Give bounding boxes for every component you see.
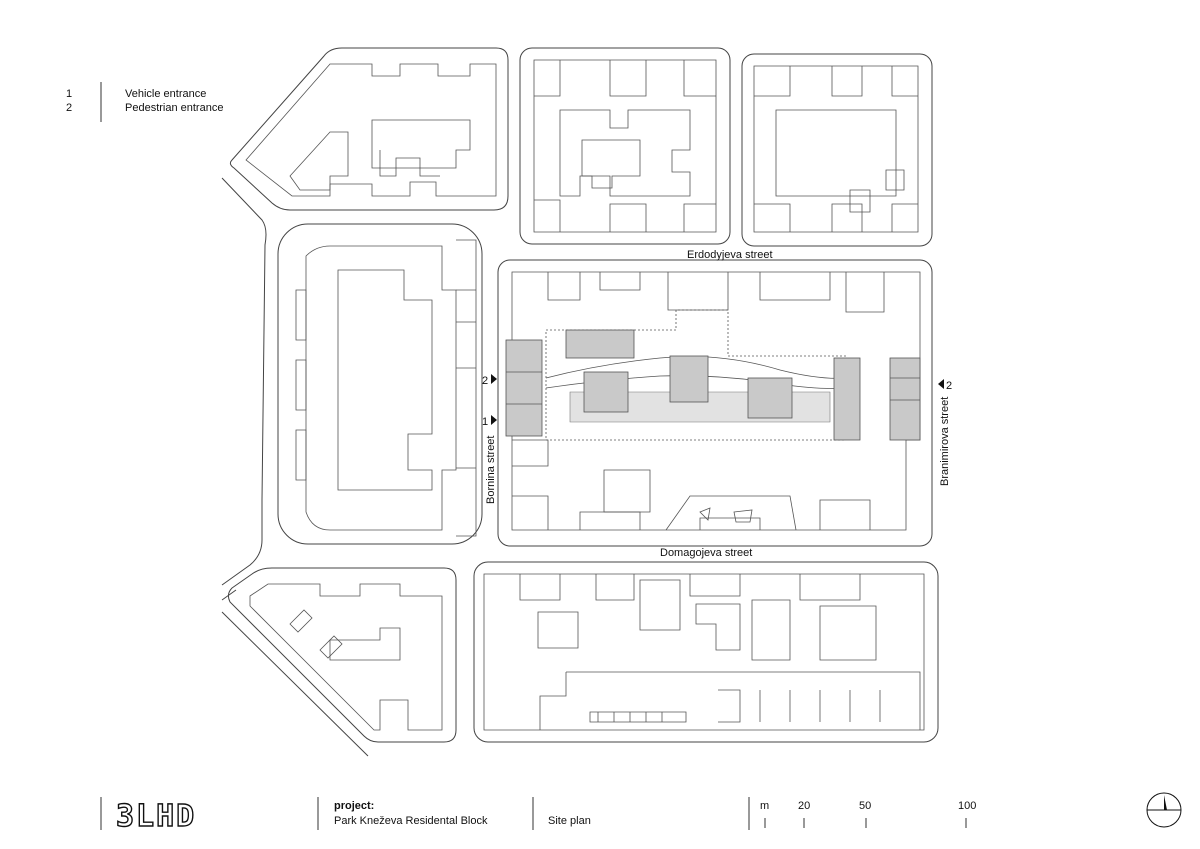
block-west-strip-divisions (456, 289, 476, 469)
block-northeast-curb (741, 53, 933, 247)
block-south-parking (589, 711, 687, 723)
scale-bar: m 20 50 100 (760, 800, 976, 828)
street-label-east: Branimirova street (939, 397, 951, 486)
block-northeast-south-row (754, 203, 918, 232)
block-south-inner-buildings (537, 579, 877, 661)
scale-tick-label-100: 100 (958, 800, 976, 812)
block-west-bays (295, 289, 307, 481)
legend-number-1: 1 (66, 88, 72, 100)
block-northwest (229, 47, 509, 211)
block-project-north-buildings (547, 272, 885, 313)
entrance-marker-west-vehicle-label: 1 (482, 416, 488, 428)
block-southwest-buildings (249, 583, 443, 731)
block-south-north-row (519, 574, 861, 601)
new-building-west-divisions (506, 371, 542, 405)
new-building-c (747, 377, 793, 419)
triangle-marker-icon (938, 379, 944, 389)
block-south-outline (483, 573, 925, 731)
street-label-west: Bornina street (485, 436, 497, 504)
south-courtyard-features (699, 507, 753, 523)
block-north-center-outline (533, 59, 717, 233)
garden-path-north (545, 356, 847, 379)
west-road-edge (221, 177, 267, 586)
block-northwest-inner (289, 131, 349, 191)
street-label-north: Erdodyjeva street (687, 249, 773, 261)
legend-label-pedestrian-entrance: Pedestrian entrance (125, 102, 223, 114)
block-northwest-courtyard (371, 119, 471, 169)
block-northwest-buildings (245, 63, 497, 197)
new-building-east-a (833, 357, 861, 441)
block-southwest-small-buildings (289, 609, 343, 659)
entrance-markers: 2 1 2 (482, 374, 952, 428)
block-northeast-outline (753, 65, 919, 233)
block-project-curb (497, 259, 933, 547)
street-labels: Erdodyjeva street Domagojeva street Born… (485, 249, 951, 559)
block-project-south-buildings (512, 439, 871, 530)
triangle-marker-icon (491, 374, 497, 384)
new-building-east-divisions (890, 377, 920, 401)
block-west (277, 223, 483, 545)
block-southwest-inner-building (329, 627, 401, 661)
title-block: 3LHD project: Park Kneževa Residental Bl… (100, 792, 1182, 835)
scale-tick-label-20: 20 (798, 800, 810, 812)
block-south (473, 561, 939, 743)
southwest-road-edge (221, 611, 369, 757)
block-south-row-houses (718, 689, 881, 723)
south-courtyard-building (603, 469, 651, 513)
legend: 1 Vehicle entrance 2 Pedestrian entrance (66, 82, 223, 122)
block-south-curb (473, 561, 939, 743)
west-road-edge-lower (221, 589, 237, 601)
block-northwest-detail (379, 150, 440, 177)
new-building-a (583, 371, 629, 413)
new-building-west (505, 339, 543, 437)
block-north-center-courtyard (559, 109, 691, 197)
scale-unit: m (760, 800, 769, 812)
block-west-east-strip (456, 239, 477, 537)
block-north-center-north-row (534, 60, 716, 97)
block-project (497, 259, 933, 547)
block-southwest (227, 567, 457, 743)
new-building-north (565, 329, 635, 359)
entrance-marker-west-pedestrian-label: 2 (482, 375, 488, 387)
legend-label-vehicle-entrance: Vehicle entrance (125, 88, 206, 100)
triangle-marker-icon (491, 415, 497, 425)
block-southwest-curb (227, 567, 457, 743)
south-courtyard-plaza (665, 495, 797, 531)
new-building-b (669, 355, 709, 403)
project-label: project: (334, 800, 374, 812)
block-west-perimeter-building (305, 245, 457, 531)
block-northeast-north-row (754, 66, 918, 97)
scale-tick-label-50: 50 (859, 800, 871, 812)
block-northeast-sheds (849, 169, 905, 213)
block-north-center-inner-building (581, 139, 641, 189)
block-northeast-courtyard (775, 109, 897, 197)
block-south-l-building (695, 603, 741, 651)
block-north-center (519, 47, 731, 245)
road-network (221, 177, 369, 757)
block-north-center-south-row (534, 199, 716, 232)
block-south-south-row (539, 671, 921, 730)
street-label-south: Domagojeva street (660, 547, 752, 559)
block-south-parking-bays (597, 712, 663, 722)
block-northwest-curb (229, 47, 509, 211)
drawing-title: Site plan (548, 815, 591, 827)
project-name: Park Kneževa Residental Block (334, 815, 488, 827)
legend-number-2: 2 (66, 102, 72, 114)
block-west-curb (277, 223, 483, 545)
block-northeast (741, 53, 933, 247)
north-arrow-icon (1146, 792, 1182, 828)
new-building-east-b (889, 357, 921, 441)
firm-logo: 3LHD (116, 799, 196, 834)
entrance-marker-east-pedestrian-label: 2 (946, 380, 952, 392)
site-boundary (545, 309, 847, 441)
block-north-center-curb (519, 47, 731, 245)
block-west-courtyard (337, 269, 433, 491)
